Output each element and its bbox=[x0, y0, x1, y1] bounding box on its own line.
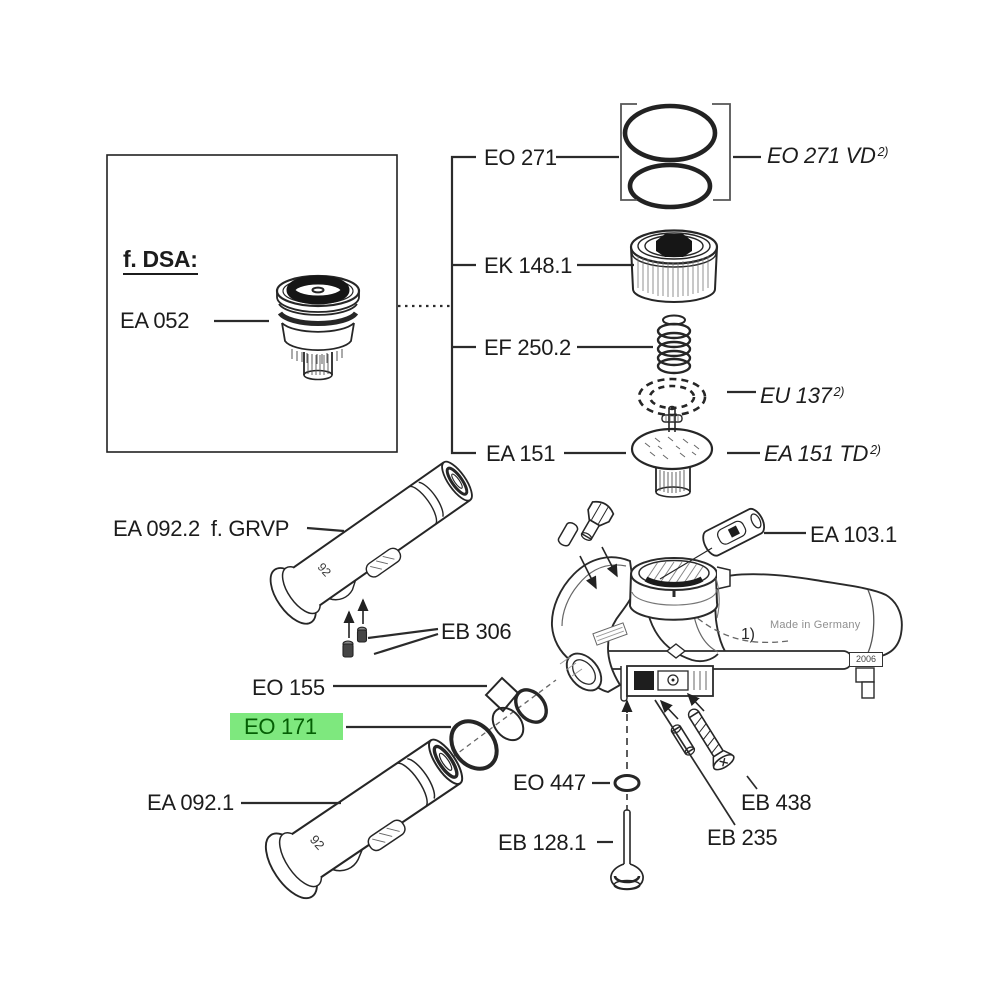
label-ef2502: EF 250.2 bbox=[484, 335, 571, 360]
inset-box bbox=[106, 154, 398, 453]
spout-ea0921-drawing bbox=[264, 738, 464, 900]
cartridge-ea052-drawing bbox=[275, 274, 361, 381]
label-ea0921: EA 092.1 bbox=[147, 790, 234, 815]
label-eb1281: EB 128.1 bbox=[498, 830, 587, 855]
label-ea1031: EA 103.1 bbox=[810, 522, 897, 547]
label-ea0922: EA 092.2 f. GRVP bbox=[113, 517, 289, 540]
inset-heading: f. DSA: bbox=[123, 247, 198, 276]
spring-ef2502-drawing bbox=[656, 314, 692, 375]
badge-2006: 2006 bbox=[849, 652, 883, 667]
label-eb438: EB 438 bbox=[741, 790, 812, 815]
label-eo447: EO 447 bbox=[513, 770, 586, 795]
label-eo155: EO 155 bbox=[252, 675, 325, 700]
screws-eb306-drawing bbox=[342, 598, 369, 658]
assembly-arrows bbox=[659, 692, 705, 720]
label-ea0922-suffix: f. GRVP bbox=[210, 516, 290, 541]
made-in-germany-text: Made in Germany bbox=[770, 619, 861, 631]
label-ea151: EA 151 bbox=[486, 441, 556, 466]
cylinder-ea1031-drawing bbox=[659, 507, 806, 580]
oring-chain-drawing bbox=[437, 676, 557, 771]
screw-eb438-drawing bbox=[687, 708, 735, 771]
oring-eo447-drawing bbox=[613, 699, 641, 810]
cylinder-eb235-drawing bbox=[670, 724, 696, 756]
label-eo171-highlighted: EO 171 bbox=[230, 713, 343, 740]
leader-lines bbox=[241, 526, 758, 844]
bolt-and-pin-drawing bbox=[557, 500, 618, 590]
label-ek1481: EK 148.1 bbox=[484, 253, 573, 278]
inset-heading-text: f. DSA: bbox=[123, 247, 198, 276]
label-eo271: EO 271 bbox=[484, 145, 557, 170]
label-eu137-text: EU 137 bbox=[760, 383, 832, 408]
bracket-lines bbox=[214, 155, 761, 455]
footnote-1-marker: 1) bbox=[741, 626, 755, 643]
aerator-ek1481-drawing bbox=[629, 229, 719, 303]
label-ea151td-text: EA 151 TD bbox=[764, 441, 869, 466]
label-eo271vd-text: EO 271 VD bbox=[767, 143, 876, 168]
label-ea052: EA 052 bbox=[120, 308, 190, 333]
plunger-ea151-drawing bbox=[630, 405, 714, 498]
label-eo271vd-footnote: 2) bbox=[877, 145, 889, 159]
pin-eb1281-drawing bbox=[610, 809, 644, 891]
oring-eo271-drawing bbox=[620, 103, 731, 210]
label-eu137-footnote: 2) bbox=[833, 385, 845, 399]
faucet-body-drawing bbox=[551, 556, 903, 702]
label-eb235: EB 235 bbox=[707, 825, 778, 850]
spout-ea0922-drawing bbox=[269, 460, 473, 625]
label-ea151td-footnote: 2) bbox=[870, 443, 881, 457]
label-eb306: EB 306 bbox=[441, 619, 512, 644]
label-ea0922-number: EA 092.2 bbox=[113, 516, 200, 541]
